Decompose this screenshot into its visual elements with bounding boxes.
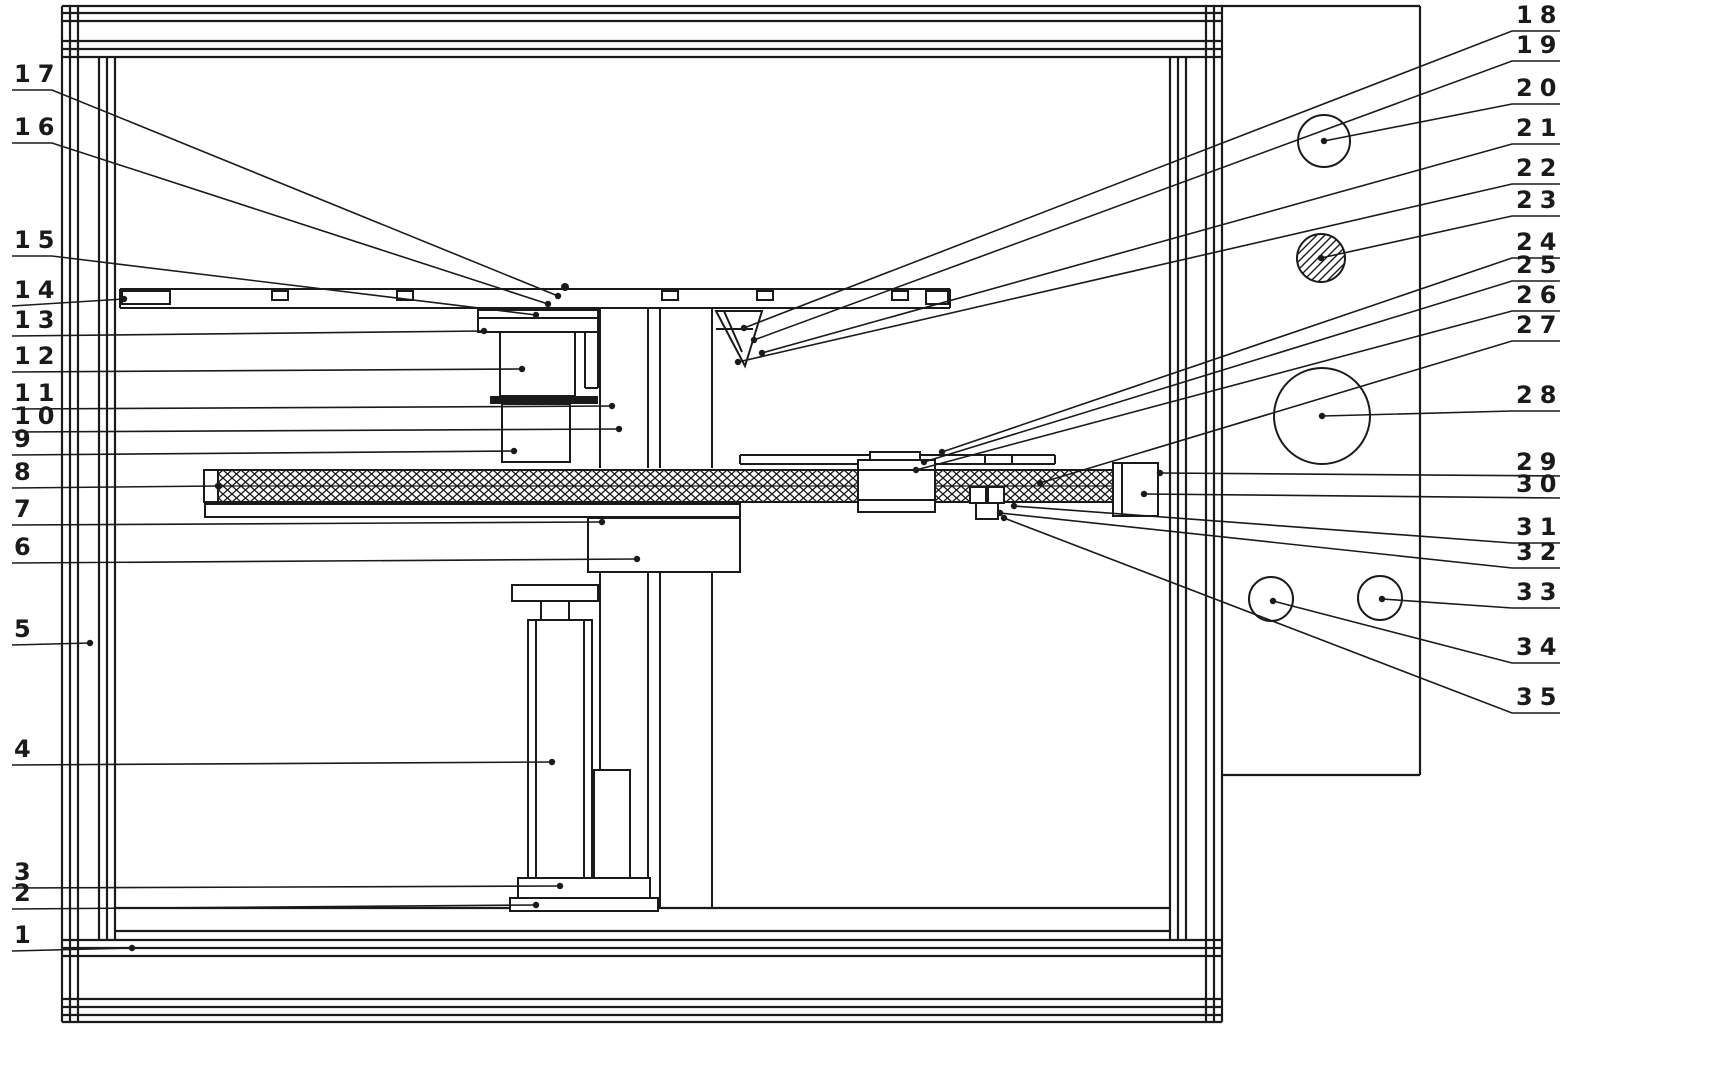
part-label-22: 22: [1516, 154, 1563, 182]
part-label-5: 5: [14, 615, 38, 643]
motor-body: [499, 331, 576, 397]
lead-screw-assembly: [203, 451, 1159, 573]
coupling-block-b: [987, 486, 1005, 504]
leader-lines: [11, 30, 1561, 952]
jack-side-cylinder: [593, 769, 631, 881]
part-label-13: 13: [14, 306, 61, 334]
part-label-3: 3: [14, 858, 38, 886]
part-label-9: 9: [14, 425, 38, 453]
bolt-dot: [561, 283, 569, 291]
part-label-2: 2: [14, 879, 38, 907]
jack-rod: [540, 600, 570, 621]
jack-base: [517, 877, 651, 899]
part-label-18: 18: [1516, 1, 1563, 29]
part-label-8: 8: [14, 458, 38, 486]
part-label-25: 25: [1516, 251, 1563, 279]
part-label-32: 32: [1516, 538, 1563, 566]
part-label-10: 10: [14, 402, 61, 430]
coupling-block-a: [969, 486, 987, 504]
support-column: [599, 308, 713, 908]
guide-rail: [204, 503, 741, 518]
panel-hole-top: [1297, 114, 1351, 168]
leader-dots: [86, 137, 1386, 952]
part-label-31: 31: [1516, 513, 1563, 541]
coupling-block-c: [975, 502, 999, 520]
clamp-ring: [490, 396, 598, 404]
part-label-23: 23: [1516, 186, 1563, 214]
part-label-35: 35: [1516, 683, 1563, 711]
part-label-24: 24: [1516, 228, 1563, 256]
panel-hole-large: [1273, 367, 1371, 465]
part-labels: 17 16 15 14 13 12 11 10 9 8 7 6 5 4 3 2 …: [14, 1, 1563, 949]
part-label-12: 12: [14, 342, 61, 370]
part-label-7: 7: [14, 495, 38, 523]
part-label-34: 34: [1516, 633, 1563, 661]
part-label-6: 6: [14, 533, 38, 561]
hydraulic-jack: [509, 584, 659, 912]
part-label-4: 4: [14, 735, 38, 763]
part-label-33: 33: [1516, 578, 1563, 606]
part-label-11: 11: [14, 379, 61, 407]
part-label-14: 14: [14, 276, 61, 304]
part-label-19: 19: [1516, 31, 1563, 59]
part-label-17: 17: [14, 60, 61, 88]
part-label-27: 27: [1516, 311, 1563, 339]
spindle-motor-assembly: [477, 309, 599, 463]
end-bearing-block: [1112, 462, 1159, 517]
jack-cylinder: [527, 619, 593, 881]
side-panel-outline: [1222, 6, 1422, 777]
part-label-20: 20: [1516, 74, 1563, 102]
panel-hole-lower-right: [1357, 575, 1403, 621]
part-label-1: 1: [14, 921, 38, 949]
part-label-30: 30: [1516, 470, 1563, 498]
part-label-28: 28: [1516, 381, 1563, 409]
slide-base-block: [587, 517, 741, 573]
part-label-15: 15: [14, 226, 61, 254]
part-label-16: 16: [14, 113, 61, 141]
side-panel-holes: [1248, 114, 1403, 622]
jack-top-plate: [511, 584, 599, 602]
part-label-29: 29: [1516, 448, 1563, 476]
worktable-platform: [119, 283, 951, 309]
part-label-26: 26: [1516, 281, 1563, 309]
part-label-21: 21: [1516, 114, 1563, 142]
